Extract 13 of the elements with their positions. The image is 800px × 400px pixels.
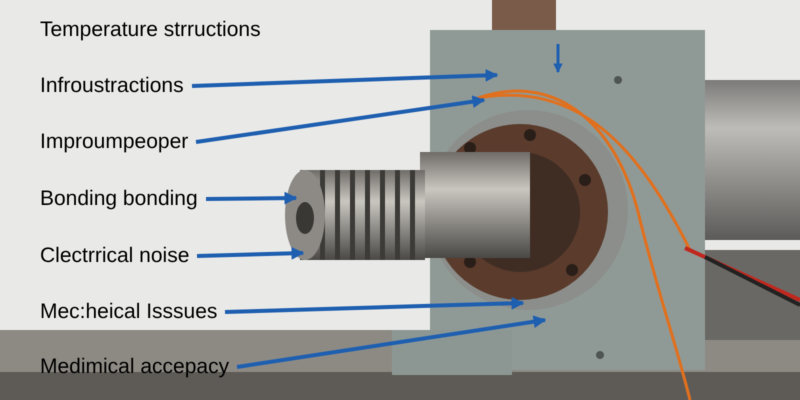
callout-label: Improumpeoper <box>40 129 188 155</box>
arrow <box>224 296 524 314</box>
arrow <box>236 315 546 369</box>
callout-label: Infroustractions <box>40 73 184 99</box>
callout-label: Temperature strructions <box>40 17 261 43</box>
callout-label: Mec:heical Isssues <box>40 299 218 325</box>
arrow <box>196 95 486 144</box>
arrow <box>206 192 298 205</box>
callout-label: Clectrrical noise <box>40 243 190 269</box>
arrow <box>196 246 304 260</box>
callout-label: Bonding bonding <box>40 186 198 212</box>
callout-label: Medimical accepacy <box>40 354 230 380</box>
arrow <box>192 69 498 88</box>
